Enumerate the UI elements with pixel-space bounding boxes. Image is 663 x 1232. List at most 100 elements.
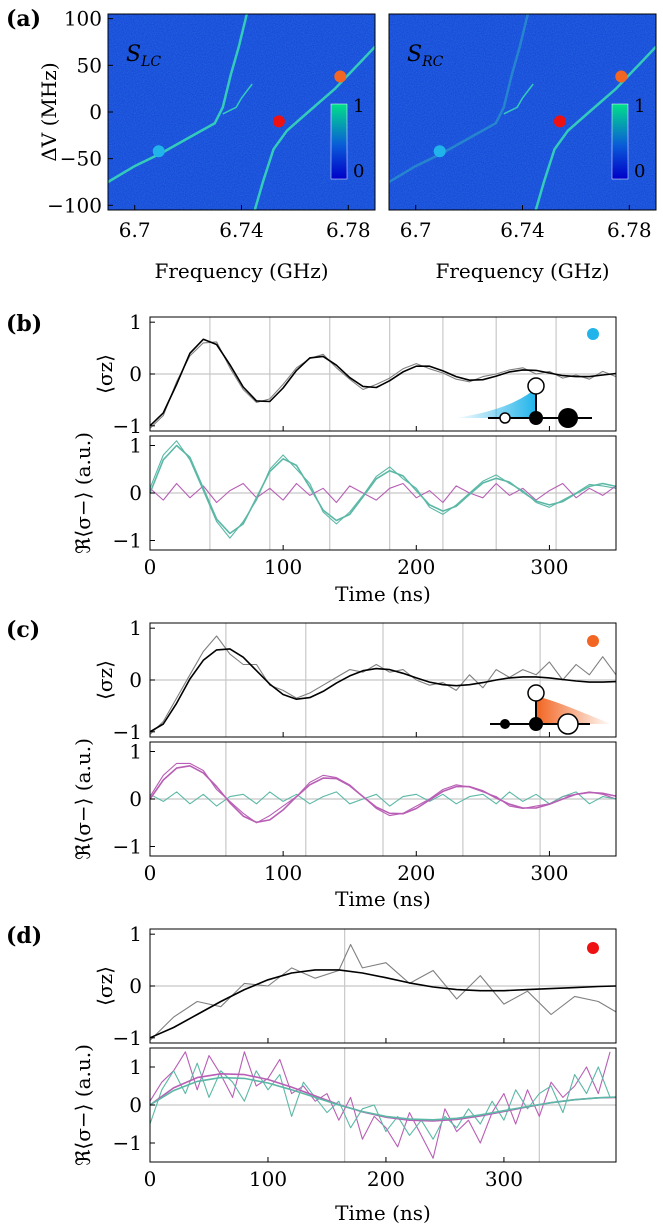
x-axis-label: Time (ns)	[335, 1201, 431, 1225]
marker-dot-orange	[615, 70, 628, 83]
y-tick-label: −50	[60, 147, 102, 171]
bottom-subplot: 1 0 −1 ℜ⟨σ−⟩ (a.u.)	[71, 432, 617, 554]
x-tick-label: 6.7	[400, 218, 432, 242]
y-tick-label: −100	[47, 193, 102, 217]
series-line-fit	[149, 444, 617, 535]
colorbar-tick: 1	[353, 96, 364, 117]
y-tick-label: 0	[129, 1093, 142, 1117]
colorbar	[611, 103, 629, 180]
y-axis-label: ℜ⟨σ−⟩ (a.u.)	[71, 1044, 95, 1166]
x-axis-label: Frequency (GHz)	[435, 259, 609, 283]
series-line-data	[149, 341, 617, 429]
y-tick-label: 1	[129, 740, 142, 764]
marker-dot-cyan	[152, 145, 165, 158]
schematic-c-inset	[490, 684, 612, 735]
series-line-fit	[149, 765, 617, 824]
series-line-data	[149, 1062, 611, 1140]
y-tick-label: 1	[129, 434, 142, 458]
x-tick-label: 100	[264, 861, 302, 885]
y-axis-label: ⟨σz⟩	[93, 354, 117, 394]
y-axis-label: ℜ⟨σ−⟩ (a.u.)	[71, 432, 95, 554]
x-tick-label: 6.78	[326, 218, 371, 242]
panel-label-a: (a)	[6, 6, 41, 32]
series-line-data	[149, 1051, 611, 1159]
y-tick-label: −1	[113, 1131, 142, 1155]
bottom-subplot: 10−1ℜ⟨σ−⟩ (a.u.)	[71, 738, 617, 860]
marker-dot-red	[272, 115, 285, 128]
x-axis-label: Frequency (GHz)	[154, 259, 328, 283]
y-axis-label: ΔV (MHz)	[37, 62, 61, 161]
panel-label-b: (b)	[6, 311, 42, 337]
series-line-data	[149, 482, 617, 504]
heatmap-noise	[389, 14, 656, 210]
x-tick-label: 100	[264, 555, 302, 579]
y-tick-label: −1	[113, 720, 142, 744]
y-tick-label: −1	[113, 529, 142, 553]
x-tick-label: 0	[144, 555, 157, 579]
y-tick-label: −1	[113, 414, 142, 438]
series-line-data	[149, 943, 617, 1041]
y-tick-label: 0	[129, 481, 142, 505]
resonance-line	[222, 83, 253, 115]
state-marker-dot	[587, 635, 599, 647]
colorbar-tick: 0	[634, 161, 645, 182]
resonance-line	[388, 13, 530, 184]
series-line-data	[149, 440, 617, 539]
y-tick-label: 50	[77, 53, 102, 77]
y-tick-label: 0	[89, 100, 102, 124]
colorbar-tick: 1	[634, 96, 645, 117]
marker-dot-orange	[334, 70, 347, 83]
x-axis-label: Time (ns)	[335, 887, 431, 911]
y-tick-label: 0	[129, 974, 142, 998]
y-tick-label: 1	[129, 922, 142, 946]
y-tick-label: −1	[113, 1026, 142, 1050]
y-tick-label: 0	[129, 362, 142, 386]
marker-dot-red	[553, 115, 566, 128]
y-tick-label: 100	[64, 7, 102, 31]
resonance-line	[253, 45, 376, 211]
y-tick-label: 1	[129, 616, 142, 640]
x-tick-label: 100	[249, 1167, 287, 1191]
bottom-subplot: 1 0 −1 ℜ⟨σ−⟩ (a.u.)	[71, 1044, 617, 1166]
series-line-data	[149, 791, 617, 807]
state-marker-dot	[587, 328, 599, 340]
x-tick-label: 0	[144, 861, 157, 885]
y-tick-label: 1	[129, 1055, 142, 1079]
resonance-line	[107, 13, 249, 184]
x-tick-label: 200	[397, 555, 435, 579]
series-line-fit	[149, 969, 617, 1039]
resonance-line	[534, 45, 657, 211]
x-tick-label: 200	[397, 861, 435, 885]
x-tick-label: 6.74	[500, 218, 545, 242]
top-subplot: 1 0 −1 ⟨σz⟩	[93, 922, 617, 1050]
x-tick-label: 6.78	[607, 218, 652, 242]
marker-dot-cyan	[433, 145, 446, 158]
x-tick-label: 300	[530, 555, 568, 579]
series-line-fit	[149, 1076, 617, 1121]
x-tick-label: 6.7	[119, 218, 151, 242]
schematic-b-inset	[455, 377, 592, 428]
x-tick-label: 200	[367, 1167, 405, 1191]
series-line-fit	[149, 648, 617, 733]
y-tick-label: 0	[129, 668, 142, 692]
y-axis-label: ⟨σz⟩	[93, 966, 117, 1006]
y-axis-label: ⟨σz⟩	[93, 660, 117, 700]
heatmap-noise	[108, 14, 375, 210]
top-subplot: 1 0 −1 ⟨σz⟩	[93, 616, 617, 744]
y-axis-label: ℜ⟨σ−⟩ (a.u.)	[71, 738, 95, 860]
x-tick-label: 300	[485, 1167, 523, 1191]
x-tick-label: 6.74	[219, 218, 264, 242]
y-tick-label: 0	[129, 787, 142, 811]
colorbar-tick: 0	[353, 161, 364, 182]
colorbar	[330, 103, 348, 180]
x-tick-label: 0	[144, 1167, 157, 1191]
panel-label-d: (d)	[6, 923, 42, 949]
x-tick-label: 300	[530, 861, 568, 885]
state-marker-dot	[587, 942, 599, 954]
